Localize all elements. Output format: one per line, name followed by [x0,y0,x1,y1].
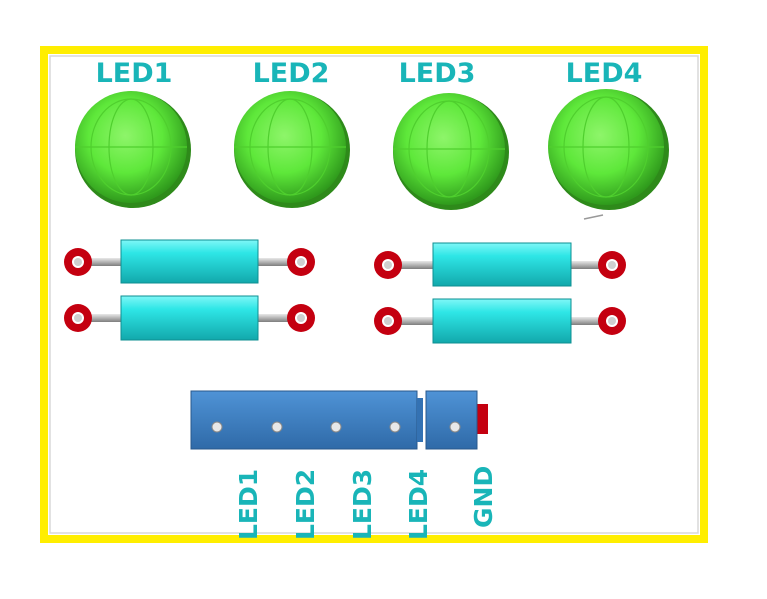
resistor-3 [374,242,626,287]
pin-label-led3: LED3 [348,469,377,540]
led-label-4: LED4 [566,58,643,89]
header-pin-5 [449,421,461,433]
header-pin-2 [271,421,283,433]
header-pin-4 [389,421,401,433]
led-label-3: LED3 [399,58,476,89]
led-label-2: LED2 [253,58,330,89]
led-1 [75,91,191,208]
led-4 [548,89,669,210]
header-pin-3 [330,421,342,433]
pin-label-gnd: GND [469,466,498,528]
pin-label-led4: LED4 [404,469,433,540]
resistor-2 [64,295,315,341]
header-pin-1 [211,421,223,433]
resistor-4 [374,298,626,344]
pin-label-led2: LED2 [291,469,320,540]
pin-header [190,390,488,450]
led-2 [234,91,350,208]
small-mark [583,214,604,220]
led-3 [393,93,509,210]
resistor-1 [64,239,315,284]
pin-label-led1: LED1 [234,469,263,540]
led-label-1: LED1 [96,58,173,89]
board-inner-edge [49,55,699,534]
